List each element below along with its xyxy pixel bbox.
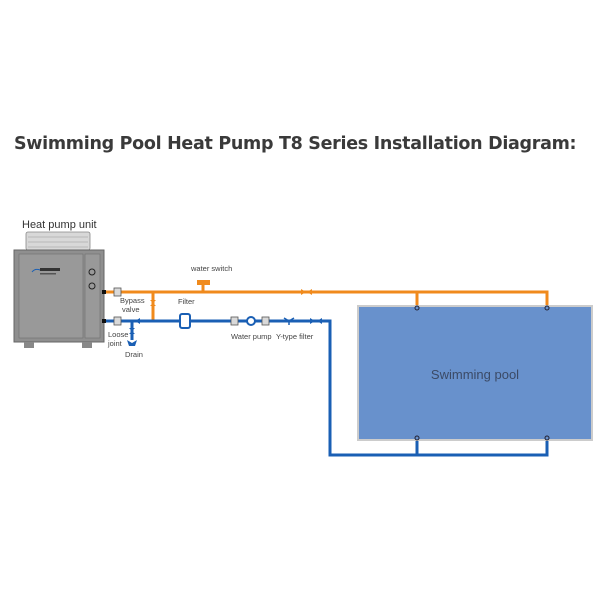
loose-joint-label: Loose bbox=[108, 330, 128, 339]
page-title: Swimming Pool Heat Pump T8 Series Instal… bbox=[14, 134, 577, 154]
water-pump-label: Water pump bbox=[231, 332, 272, 341]
bypass-valve-label: valve bbox=[122, 305, 140, 314]
flow-arrow-icon bbox=[135, 289, 322, 324]
water-switch bbox=[197, 280, 210, 285]
valve-icon bbox=[113, 287, 270, 326]
y-type-filter-label: Y-type filter bbox=[276, 332, 314, 341]
bypass-valve-icon bbox=[150, 300, 156, 306]
heat-pump-unit-label: Heat pump unit bbox=[22, 219, 97, 231]
water-switch-label: water switch bbox=[190, 264, 232, 273]
heat-pump-unit: Heat pump unit bbox=[13, 219, 105, 348]
drain-label: Drain bbox=[125, 350, 143, 359]
pool-inlet-icon bbox=[414, 305, 550, 441]
swimming-pool bbox=[359, 307, 591, 439]
hot-water-pipe bbox=[104, 285, 549, 321]
bypass-valve-label: Bypass bbox=[120, 296, 145, 305]
gauge-icon bbox=[88, 282, 96, 290]
water-pump-icon bbox=[246, 316, 256, 326]
swimming-pool-label: Swimming pool bbox=[431, 367, 519, 382]
drain-valve-icon bbox=[129, 328, 135, 334]
brand-logo-icon bbox=[31, 268, 41, 273]
filter-icon bbox=[179, 313, 191, 329]
gauge-icon bbox=[88, 268, 96, 276]
filter-label: Filter bbox=[178, 297, 195, 306]
drain-tap-icon bbox=[127, 340, 137, 346]
loose-joint-label: joint bbox=[107, 339, 123, 348]
y-type-filter-icon bbox=[283, 317, 295, 325]
brand-logo bbox=[40, 268, 60, 271]
